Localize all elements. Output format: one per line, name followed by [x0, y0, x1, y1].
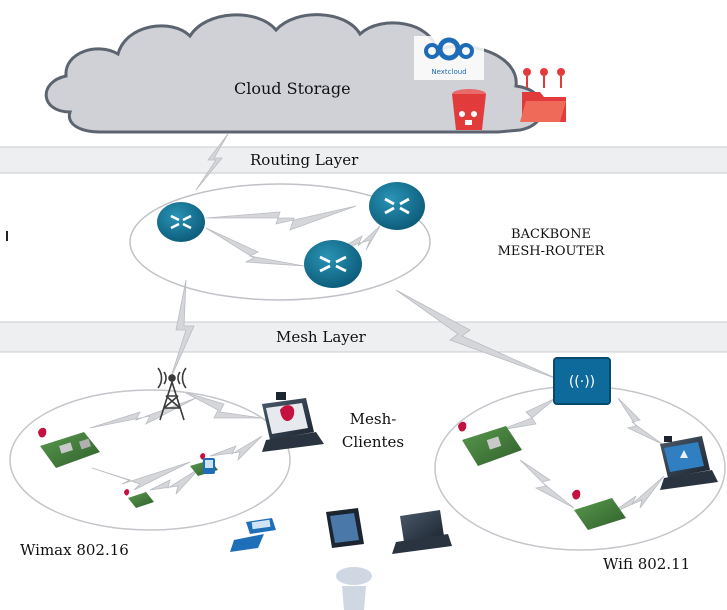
mesh-clients-line2: Clientes — [341, 433, 405, 451]
handheld-device-icon — [230, 518, 276, 552]
raspberry-pi-icon — [38, 427, 100, 468]
routing-layer-band — [0, 146, 727, 174]
backbone-label-line2: MESH-ROUTER — [497, 244, 605, 259]
svg-text:((·)): ((·)) — [569, 374, 595, 390]
mesh-layer-label: Mesh Layer — [276, 328, 366, 346]
laptop-icon — [262, 392, 324, 452]
router-icon — [304, 240, 362, 288]
mesh-layer-band — [0, 321, 727, 353]
laptop-icon — [392, 510, 452, 554]
raspberry-pi-icon — [458, 421, 522, 466]
backbone-ellipse — [129, 183, 431, 301]
backbone-mesh-router-label: BACKBONE MESH-ROUTER — [481, 226, 621, 260]
router-icon — [157, 202, 205, 242]
nextcloud-logo-icon — [414, 36, 484, 80]
wimax-tower-icon — [157, 367, 187, 421]
access-point-icon: ((·)) — [553, 357, 611, 405]
wimax-cluster-ellipse — [9, 389, 291, 531]
shared-folder-icon — [520, 68, 566, 122]
nextcloud-wordmark: Nextcloud — [431, 68, 467, 76]
wifi-label: Wifi 802.11 — [603, 555, 691, 573]
handheld-device-icon — [203, 458, 215, 474]
wimax-label: Wimax 802.16 — [20, 541, 129, 559]
backbone-label-line1: BACKBONE — [511, 227, 591, 242]
user-icon — [336, 567, 372, 610]
cloud-storage-label: Cloud Storage — [234, 79, 351, 98]
mesh-clients-line1: Mesh- — [349, 410, 397, 428]
router-icon — [369, 182, 425, 230]
raspberry-pi-icon — [572, 489, 626, 530]
margin-marker — [6, 231, 8, 241]
storage-bucket-icon — [452, 89, 486, 130]
routing-layer-label: Routing Layer — [250, 151, 359, 169]
raspberry-pi-icon — [124, 489, 154, 508]
tablet-icon — [326, 508, 364, 548]
mesh-clients-label: Mesh- Clientes — [338, 408, 408, 454]
laptop-icon — [660, 436, 718, 490]
